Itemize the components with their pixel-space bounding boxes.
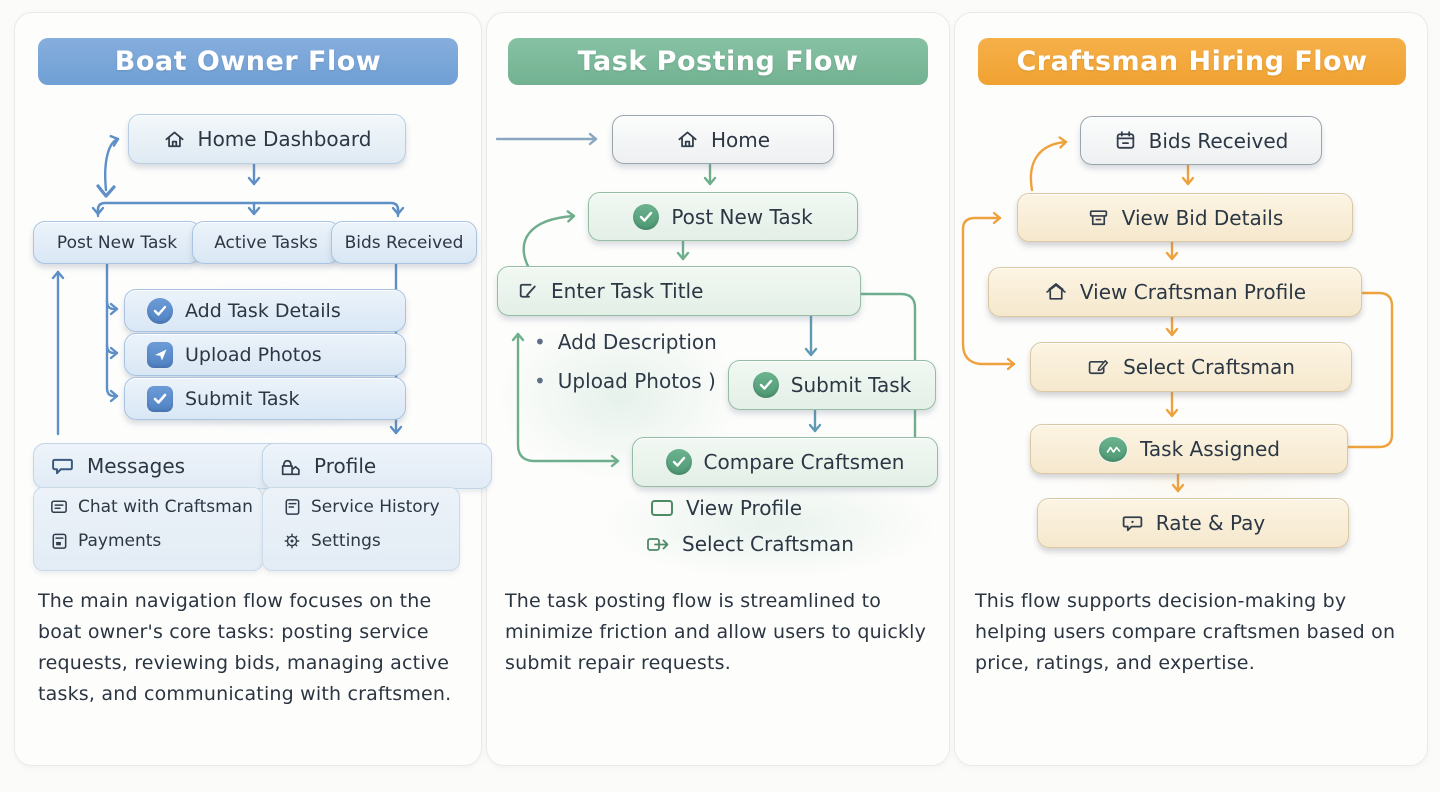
bullet-add-description: Add Description (534, 330, 717, 354)
node-enter-task-title: Enter Task Title (497, 266, 861, 316)
node-label: Select Craftsman (1123, 355, 1295, 379)
document-icon (282, 497, 302, 517)
node-rate-and-pay: Rate & Pay (1037, 498, 1349, 548)
bullet-upload-photos: Upload Photos ) (534, 369, 716, 393)
box-arrow-icon (646, 534, 670, 554)
check-circle-badge-icon (752, 372, 779, 398)
node-label: Bids Received (1148, 128, 1289, 153)
node-submit-task: Submit Task (124, 377, 406, 420)
check-circle-badge-icon (665, 449, 692, 475)
node-label: Submit Task (790, 373, 912, 397)
node-post-new-task: Post New Task (588, 192, 858, 241)
item-label: Select Craftsman (682, 532, 854, 556)
home-icon (163, 128, 186, 151)
item-view-profile: View Profile (650, 496, 802, 520)
receipt-icon (49, 531, 69, 551)
node-label: Submit Task (185, 387, 300, 410)
green-circle-badge-icon (1098, 435, 1128, 463)
speech-dot-icon (1121, 513, 1144, 534)
group-messages: Messages (33, 443, 295, 489)
node-label: Post New Task (671, 204, 813, 229)
node-label: View Craftsman Profile (1079, 280, 1307, 304)
profile-subpanel (262, 487, 460, 571)
list-item-payments: Payments (49, 531, 161, 551)
checkbox-badge-icon (147, 385, 173, 412)
node-home-dashboard: Home Dashboard (128, 114, 406, 164)
list-item-settings: Settings (282, 531, 381, 551)
house-icon (1044, 281, 1068, 303)
craftsman-hiring-flow-header: Craftsman Hiring Flow (978, 38, 1406, 85)
check-circle-badge-icon (147, 297, 173, 324)
node-label: Compare Craftsmen (703, 450, 905, 474)
node-submit-task: Submit Task (728, 360, 936, 410)
gear-icon (282, 531, 302, 551)
item-label: Payments (78, 531, 162, 551)
item-label: Service History (311, 497, 440, 517)
node-view-bid-details: View Bid Details (1017, 193, 1353, 242)
node-label: Enter Task Title (551, 279, 704, 303)
check-circle-badge-icon (633, 203, 660, 230)
node-bids-received: Bids Received (331, 221, 477, 264)
node-label: Task Assigned (1140, 437, 1280, 461)
node-label: Active Tasks (214, 232, 318, 253)
node-task-assigned: Task Assigned (1030, 424, 1348, 474)
node-select-craftsman: Select Craftsman (1030, 342, 1352, 392)
group-profile: Profile (262, 443, 492, 489)
speech-bubble-icon (50, 456, 75, 477)
node-label: Home Dashboard (197, 127, 372, 151)
archive-box-icon (1087, 207, 1110, 229)
item-label: Settings (311, 531, 381, 551)
node-label: Rate & Pay (1155, 511, 1266, 535)
node-bids-received: Bids Received (1080, 116, 1322, 165)
boat-owner-flow-description: The main navigation flow focuses on the … (38, 590, 452, 705)
node-home: Home (612, 115, 834, 164)
send-badge-icon (147, 341, 173, 368)
square-outline-icon (650, 499, 674, 517)
node-upload-photos: Upload Photos (124, 333, 406, 376)
list-item-chat-with-craftsman: Chat with Craftsman (49, 497, 253, 517)
group-label: Messages (87, 454, 186, 478)
node-compare-craftsmen: Compare Craftsmen (632, 437, 938, 487)
list-item-service-history: Service History (282, 497, 440, 517)
node-label: Add Task Details (185, 299, 341, 322)
storefront-icon (279, 456, 302, 477)
item-select-craftsman: Select Craftsman (646, 532, 854, 556)
home-icon (676, 128, 699, 151)
group-label: Profile (314, 454, 377, 478)
task-posting-flow-header: Task Posting Flow (508, 38, 928, 85)
boat-owner-flow-header: Boat Owner Flow (38, 38, 458, 85)
node-label: Bids Received (344, 232, 464, 253)
chat-lines-icon (49, 497, 69, 517)
node-add-task-details: Add Task Details (124, 289, 406, 332)
messages-subpanel (33, 487, 263, 571)
craftsman-hiring-flow-description: This flow supports decision-making by he… (975, 590, 1396, 674)
node-label: Home (710, 127, 771, 152)
node-label: Post New Task (56, 232, 178, 253)
node-view-craftsman-profile: View Craftsman Profile (988, 267, 1362, 317)
item-label: View Profile (686, 496, 803, 520)
board-pen-icon (1087, 356, 1111, 378)
calendar-icon (1114, 129, 1137, 152)
node-label: Upload Photos (185, 343, 322, 366)
edit-document-icon (516, 280, 539, 302)
node-active-tasks: Active Tasks (192, 221, 340, 264)
task-posting-flow-description: The task posting flow is streamlined to … (505, 590, 927, 674)
item-label: Chat with Craftsman (78, 497, 253, 517)
node-post-new-task: Post New Task (33, 221, 201, 264)
craftsman-hiring-arrows (961, 136, 1394, 493)
node-label: View Bid Details (1121, 205, 1284, 230)
